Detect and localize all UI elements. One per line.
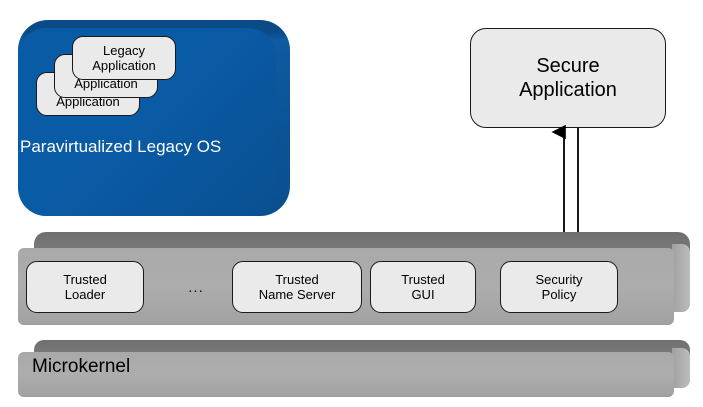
microkernel-slab-side-face	[672, 348, 690, 388]
trusted-name-server-line1: Trusted	[275, 271, 319, 287]
secure-application-text: Secure Application	[519, 54, 617, 103]
services-ellipsis: ...	[188, 279, 204, 296]
secure-application-line2: Application	[519, 79, 617, 101]
secure-application-box[interactable]: Secure Application	[470, 28, 666, 128]
legacy-application-box-3[interactable]: Legacy Application	[72, 36, 176, 80]
legacy-application-box-3-line2: Application	[92, 58, 156, 73]
microkernel-layer	[18, 340, 690, 397]
security-policy-line1: Security	[535, 271, 583, 287]
legacy-application-box-3-line1: Legacy	[103, 42, 145, 58]
trusted-name-server-line2: Name Server	[258, 287, 336, 302]
legacy-application-box-3-text: Legacy Application	[92, 43, 156, 74]
trusted-gui-box[interactable]: Trusted GUI	[370, 261, 476, 313]
trusted-loader-line2: Loader	[64, 287, 106, 302]
trusted-loader-text: Trusted Loader	[63, 272, 107, 303]
trusted-loader-line1: Trusted	[63, 271, 107, 287]
security-policy-line2: Policy	[541, 287, 577, 302]
trusted-gui-line1: Trusted	[401, 271, 445, 287]
microkernel-label: Microkernel	[32, 356, 131, 377]
trusted-gui-line2: GUI	[411, 287, 435, 302]
secure-application-line1: Secure	[536, 54, 600, 77]
microkernel-slab-front-face	[18, 352, 674, 397]
trusted-services-slab-side-face	[672, 244, 690, 312]
trusted-name-server-text: Trusted Name Server	[259, 272, 336, 303]
security-policy-box[interactable]: Security Policy	[500, 261, 618, 313]
trusted-name-server-box[interactable]: Trusted Name Server	[232, 261, 362, 313]
trusted-gui-text: Trusted GUI	[401, 272, 445, 303]
trusted-loader-box[interactable]: Trusted Loader	[26, 261, 144, 313]
paravirtualized-legacy-os-label: Paravirtualized Legacy OS	[20, 137, 222, 156]
security-policy-text: Security Policy	[536, 272, 583, 303]
